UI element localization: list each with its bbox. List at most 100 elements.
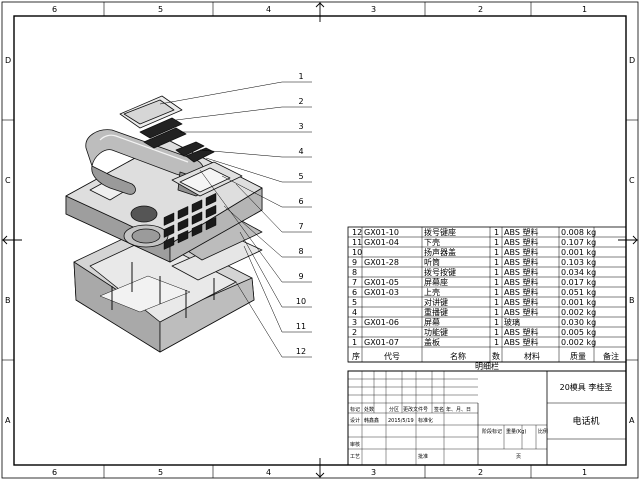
label-change-doc: 更改文件号: [403, 406, 428, 413]
bom-row-material: ABS 塑料: [504, 297, 538, 307]
bom-row-name: 拨号键座: [424, 227, 456, 237]
bom-row-name: 屏幕: [424, 317, 440, 327]
zone-number: 6: [52, 468, 57, 477]
zone-letter: C: [629, 176, 635, 185]
title-block: [347, 370, 627, 466]
bom-row-mass: 0.001 kg: [561, 248, 596, 257]
bom-row-qty: 1: [494, 318, 499, 327]
bom-row-mass: 0.005 kg: [561, 328, 596, 337]
designer-name: 韩鑫鑫: [364, 417, 379, 424]
zone-labels: 6 5 4 3 2 1 6 5 4 3 2 1 D C B A D C B A: [5, 5, 635, 477]
label-standard: 标准化: [418, 417, 433, 424]
bom-row-material: ABS 塑料: [504, 287, 538, 297]
bom-row-mass: 0.034 kg: [561, 268, 596, 277]
bom-row-qty: 1: [494, 298, 499, 307]
balloon-label: 3: [298, 122, 303, 131]
phone-exploded-view: [65, 95, 263, 353]
zone-number: 6: [52, 5, 57, 14]
label-date-cols: 年、月、日: [446, 406, 471, 413]
author-label: 20模具 李桂圣: [560, 382, 613, 392]
bom-caption: 明细栏: [475, 361, 499, 371]
bom-row-material: ABS 塑料: [504, 277, 538, 287]
bom-row-no: 2: [352, 328, 357, 337]
bom-row-material: ABS 塑料: [504, 247, 538, 257]
bom-row-code: GX01-04: [364, 238, 399, 247]
label-approve: 批准: [418, 453, 428, 460]
bom-row-qty: 1: [494, 248, 499, 257]
title-block-text: 20模具 李桂圣 电话机 标记 处数 分区 更改文件号 签名 年、月、日 设计 …: [350, 382, 612, 460]
design-date: 2015/5/19: [388, 418, 414, 424]
bom-row-qty: 1: [494, 338, 499, 347]
zone-letter: D: [629, 56, 635, 65]
bom-header-mass: 质量: [570, 351, 586, 361]
balloon-label: 1: [298, 72, 303, 81]
bom-row-name: 盖板: [424, 337, 440, 347]
bom-row-mass: 0.103 kg: [561, 258, 596, 267]
zone-letter: A: [5, 416, 11, 425]
label-count: 处数: [364, 406, 374, 413]
bom-row-name: 重播键: [424, 307, 448, 317]
bom-row-mass: 0.051 kg: [561, 288, 596, 297]
bom-row-no: 8: [352, 268, 357, 277]
bom-row-mass: 0.017 kg: [561, 278, 596, 287]
zone-number: 5: [158, 468, 163, 477]
zone-number: 4: [266, 468, 271, 477]
cover-plate-part: [119, 95, 183, 129]
bom-row-material: ABS 塑料: [504, 257, 538, 267]
dial-keys-part: [163, 193, 217, 250]
bom-row-qty: 1: [494, 328, 499, 337]
balloon-label: 5: [298, 172, 303, 181]
zone-letter: B: [629, 296, 635, 305]
bom-row-code: GX01-06: [364, 318, 399, 327]
bom-header-no: 序: [352, 351, 360, 361]
zone-number: 5: [158, 5, 163, 14]
bom-row-mass: 0.008 kg: [561, 228, 596, 237]
label-design: 设计: [350, 417, 360, 424]
balloon-numbers: 1 2 3 4 5 6 7 8 9 10 11 12: [296, 72, 306, 356]
balloon-label: 11: [296, 322, 306, 331]
balloon-label: 12: [296, 347, 306, 356]
label-review: 审核: [350, 441, 360, 448]
bom-row-code: GX01-03: [364, 288, 399, 297]
bom-row-no: 5: [352, 298, 357, 307]
bom-row-name: 听筒: [424, 257, 440, 267]
bom-row-name: 上壳: [424, 287, 440, 297]
bom-row-name: 下壳: [424, 237, 440, 247]
bom-row-code: GX01-05: [364, 278, 399, 287]
bom-row-material: 玻璃: [504, 317, 520, 327]
zone-letter: D: [5, 56, 11, 65]
label-scale: 比例: [538, 428, 548, 435]
bom-row-no: 10: [352, 248, 362, 257]
bom-row-mass: 0.002 kg: [561, 308, 596, 317]
balloon-label: 2: [298, 97, 303, 106]
bom-row-no: 7: [352, 278, 357, 287]
zone-number: 1: [582, 5, 587, 14]
zone-letter: A: [629, 416, 635, 425]
bom-row-qty: 1: [494, 278, 499, 287]
bom-row-material: ABS 塑料: [504, 267, 538, 277]
bom-row-name: 屏幕座: [424, 277, 448, 287]
bom-row-code: GX01-28: [364, 258, 399, 267]
bom-row-mass: 0.001 kg: [561, 298, 596, 307]
bom-row-code: GX01-07: [364, 338, 399, 347]
label-signature: 签名: [434, 406, 444, 413]
balloon-label: 9: [298, 272, 303, 281]
bom-row-material: ABS 塑料: [504, 307, 538, 317]
bom-row-mass: 0.002 kg: [561, 338, 596, 347]
bom-row-qty: 1: [494, 238, 499, 247]
bom-row-qty: 1: [494, 268, 499, 277]
bom-row-name: 拨号按键: [424, 267, 456, 277]
zone-number: 3: [371, 5, 376, 14]
label-weight: 重量(Kg): [506, 428, 526, 435]
bom-row-name: 扬声器盖: [424, 247, 456, 257]
bom-row-no: 1: [352, 338, 357, 347]
bom-row-qty: 1: [494, 228, 499, 237]
balloon-leaders: [159, 81, 312, 358]
zone-number: 3: [371, 468, 376, 477]
bom-row-no: 3: [352, 318, 357, 327]
label-mark: 标记: [350, 406, 360, 413]
bom-row-material: ABS 塑料: [504, 227, 538, 237]
bom-row-qty: 1: [494, 308, 499, 317]
